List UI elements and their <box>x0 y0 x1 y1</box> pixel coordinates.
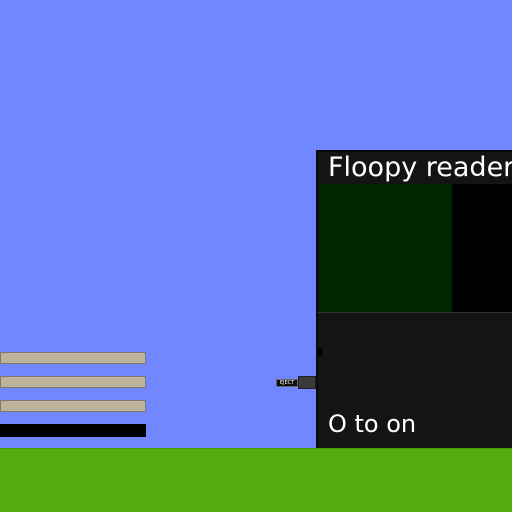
ground <box>0 448 512 512</box>
shelf-plank <box>0 352 146 364</box>
power-hint-label: O to on <box>328 410 417 438</box>
floppy-slot[interactable] <box>298 376 316 389</box>
shelf-plank-dark <box>0 424 146 437</box>
floppy-reader[interactable]: Floopy reader O to on <box>316 150 512 450</box>
shelf-plank <box>0 376 146 388</box>
reader-notch <box>318 348 322 356</box>
reader-title: Floopy reader <box>328 152 512 183</box>
reader-divider <box>318 312 512 313</box>
reader-screen <box>320 184 452 312</box>
eject-button[interactable]: EJECT <box>276 379 298 387</box>
shelf-plank <box>0 400 146 412</box>
reader-screen-side-panel <box>452 184 512 312</box>
